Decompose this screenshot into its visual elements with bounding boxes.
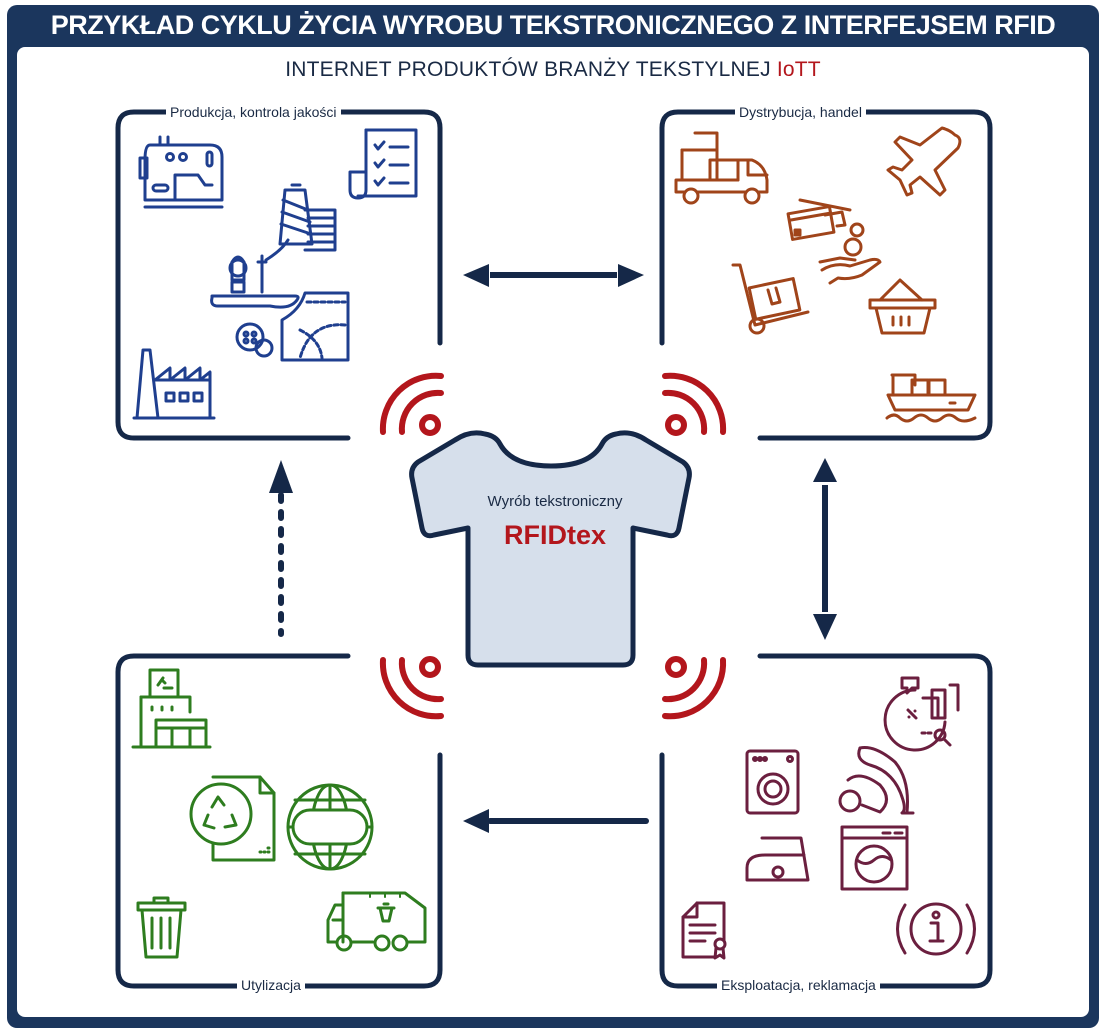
- trash-can-icon: [136, 896, 187, 959]
- arrowhead-down: [813, 614, 837, 640]
- presser-foot-icon: [210, 238, 300, 309]
- quadrant-label-usage: Eksploatacja, reklamacja: [717, 977, 880, 993]
- rfid-signal-bottom-left: [379, 656, 444, 720]
- product-label: Wyrób tekstroniczny: [487, 493, 623, 510]
- tshirt-shape: [409, 430, 692, 668]
- analytics-icon: [883, 676, 960, 752]
- delivery-truck-icon: [674, 131, 769, 205]
- checklist-icon: [348, 128, 418, 200]
- cargo-ship-icon: [885, 373, 977, 423]
- rfid-signal-top-left: [379, 372, 444, 436]
- credit-cards-icon: [786, 198, 852, 241]
- pattern-icon: [280, 291, 350, 362]
- distribution-box: [659, 109, 993, 441]
- rfid-signal-bottom-right: [662, 656, 727, 720]
- quadrant-label-distribution: Dystrybucja, handel: [735, 104, 866, 120]
- rfid-signal-top-right: [662, 372, 727, 436]
- eco-globe-icon: [286, 783, 374, 871]
- sewing-machine-icon: [138, 135, 224, 209]
- disposal-box: [115, 653, 443, 989]
- info-icon: [896, 902, 976, 956]
- quadrant-label-disposal: Utylizacja: [237, 977, 305, 993]
- arrowhead-left-bottom: [463, 809, 489, 833]
- page-title: PRZYKŁAD CYKLU ŻYCIA WYROBU TEKSTRONICZN…: [50, 10, 1056, 40]
- arrowhead-up-dashed: [269, 460, 293, 493]
- usage-box: [659, 653, 993, 989]
- subtitle: INTERNET PRODUKTÓW BRANŻY TEKSTYLNEJ IoT…: [0, 58, 1106, 82]
- product-brand: RFIDtex: [503, 520, 606, 550]
- payment-hand-icon: [818, 222, 882, 285]
- hand-truck-icon: [731, 263, 810, 335]
- subtitle-main: INTERNET PRODUKTÓW BRANŻY TEKSTYLNEJ: [285, 58, 777, 81]
- arrowhead-up: [813, 458, 837, 482]
- recycle-document-icon: [189, 775, 276, 862]
- rfid-signals: [379, 372, 727, 720]
- quadrant-label-production: Produkcja, kontrola jakości: [166, 104, 341, 120]
- vacuum-cleaner-icon: [838, 746, 915, 815]
- subtitle-accent: IoTT: [776, 58, 821, 81]
- buttons-icon: [235, 322, 274, 358]
- arrowhead-left: [463, 264, 489, 287]
- recycling-plant-icon: [131, 668, 212, 749]
- production-box: [115, 109, 443, 441]
- arrowhead-right: [618, 264, 644, 287]
- certificate-icon: [681, 901, 727, 960]
- dryer-icon: [840, 825, 909, 891]
- factory-icon: [132, 348, 216, 420]
- airplane-icon: [886, 126, 962, 197]
- thread-spool-icon: [278, 183, 337, 252]
- garbage-truck-icon: [326, 891, 427, 952]
- washing-machine-icon: [745, 749, 800, 815]
- iron-icon: [745, 836, 810, 882]
- shopping-basket-icon: [868, 278, 937, 335]
